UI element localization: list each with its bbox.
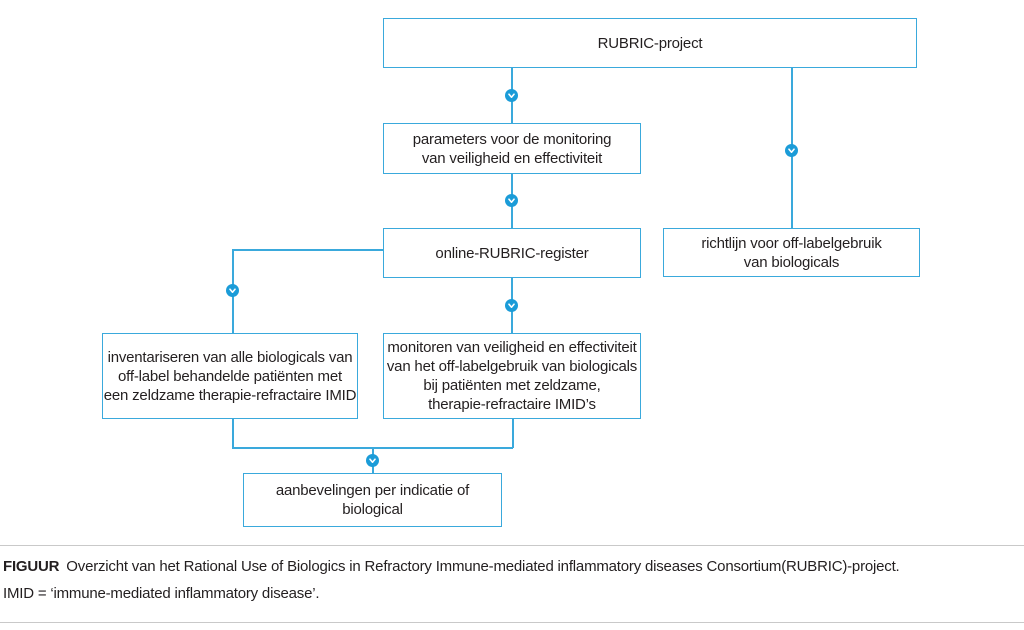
chevron-down-icon (785, 144, 798, 157)
node-richtlijn-off-label-label: richtlijn voor off-labelgebruik van biol… (701, 234, 882, 271)
chevron-down-icon (505, 299, 518, 312)
node-inventariseren-biologicals-label: inventariseren van alle biologicals van … (103, 348, 357, 404)
figure-caption-label: FIGUUR (3, 558, 60, 575)
chevron-down-icon (226, 284, 239, 297)
chevron-down-icon (366, 454, 379, 467)
node-aanbevelingen: aanbevelingen per indicatie of biologica… (243, 473, 502, 527)
figure-caption-line: FIGUUR Overzicht van het Rational Use of … (3, 558, 1013, 575)
node-parameters-monitoring-label: parameters voor de monitoring van veilig… (412, 130, 612, 167)
node-inventariseren-biologicals: inventariseren van alle biologicals van … (102, 333, 358, 419)
node-aanbevelingen-label: aanbevelingen per indicatie of biologica… (275, 482, 470, 518)
chevron-down-icon (505, 194, 518, 207)
connector-register-left-horizontal (233, 249, 383, 251)
figure-caption-text: Overzicht van het Rational Use of Biolog… (66, 558, 900, 575)
connector-inventariseren-down (232, 419, 234, 448)
caption-divider-bottom (0, 622, 1024, 623)
node-rubric-project: RUBRIC-project (383, 18, 917, 68)
node-monitoren-veiligheid: monitoren van veiligheid en effectivitei… (383, 333, 641, 419)
caption-divider-top (0, 545, 1024, 546)
chevron-down-icon (505, 89, 518, 102)
node-parameters-monitoring: parameters voor de monitoring van veilig… (383, 123, 641, 174)
node-richtlijn-off-label: richtlijn voor off-labelgebruik van biol… (663, 228, 920, 277)
node-online-rubric-register-label: online-RUBRIC-register (435, 244, 589, 262)
connector-monitoren-down (512, 419, 514, 448)
node-monitoren-veiligheid-label: monitoren van veiligheid en effectivitei… (386, 339, 638, 413)
figure-caption: FIGUUR Overzicht van het Rational Use of … (3, 558, 1013, 602)
node-rubric-project-label: RUBRIC-project (597, 34, 703, 52)
node-online-rubric-register: online-RUBRIC-register (383, 228, 641, 278)
figure-caption-note: IMID = ‘immune-mediated inflammatory dis… (3, 585, 320, 602)
